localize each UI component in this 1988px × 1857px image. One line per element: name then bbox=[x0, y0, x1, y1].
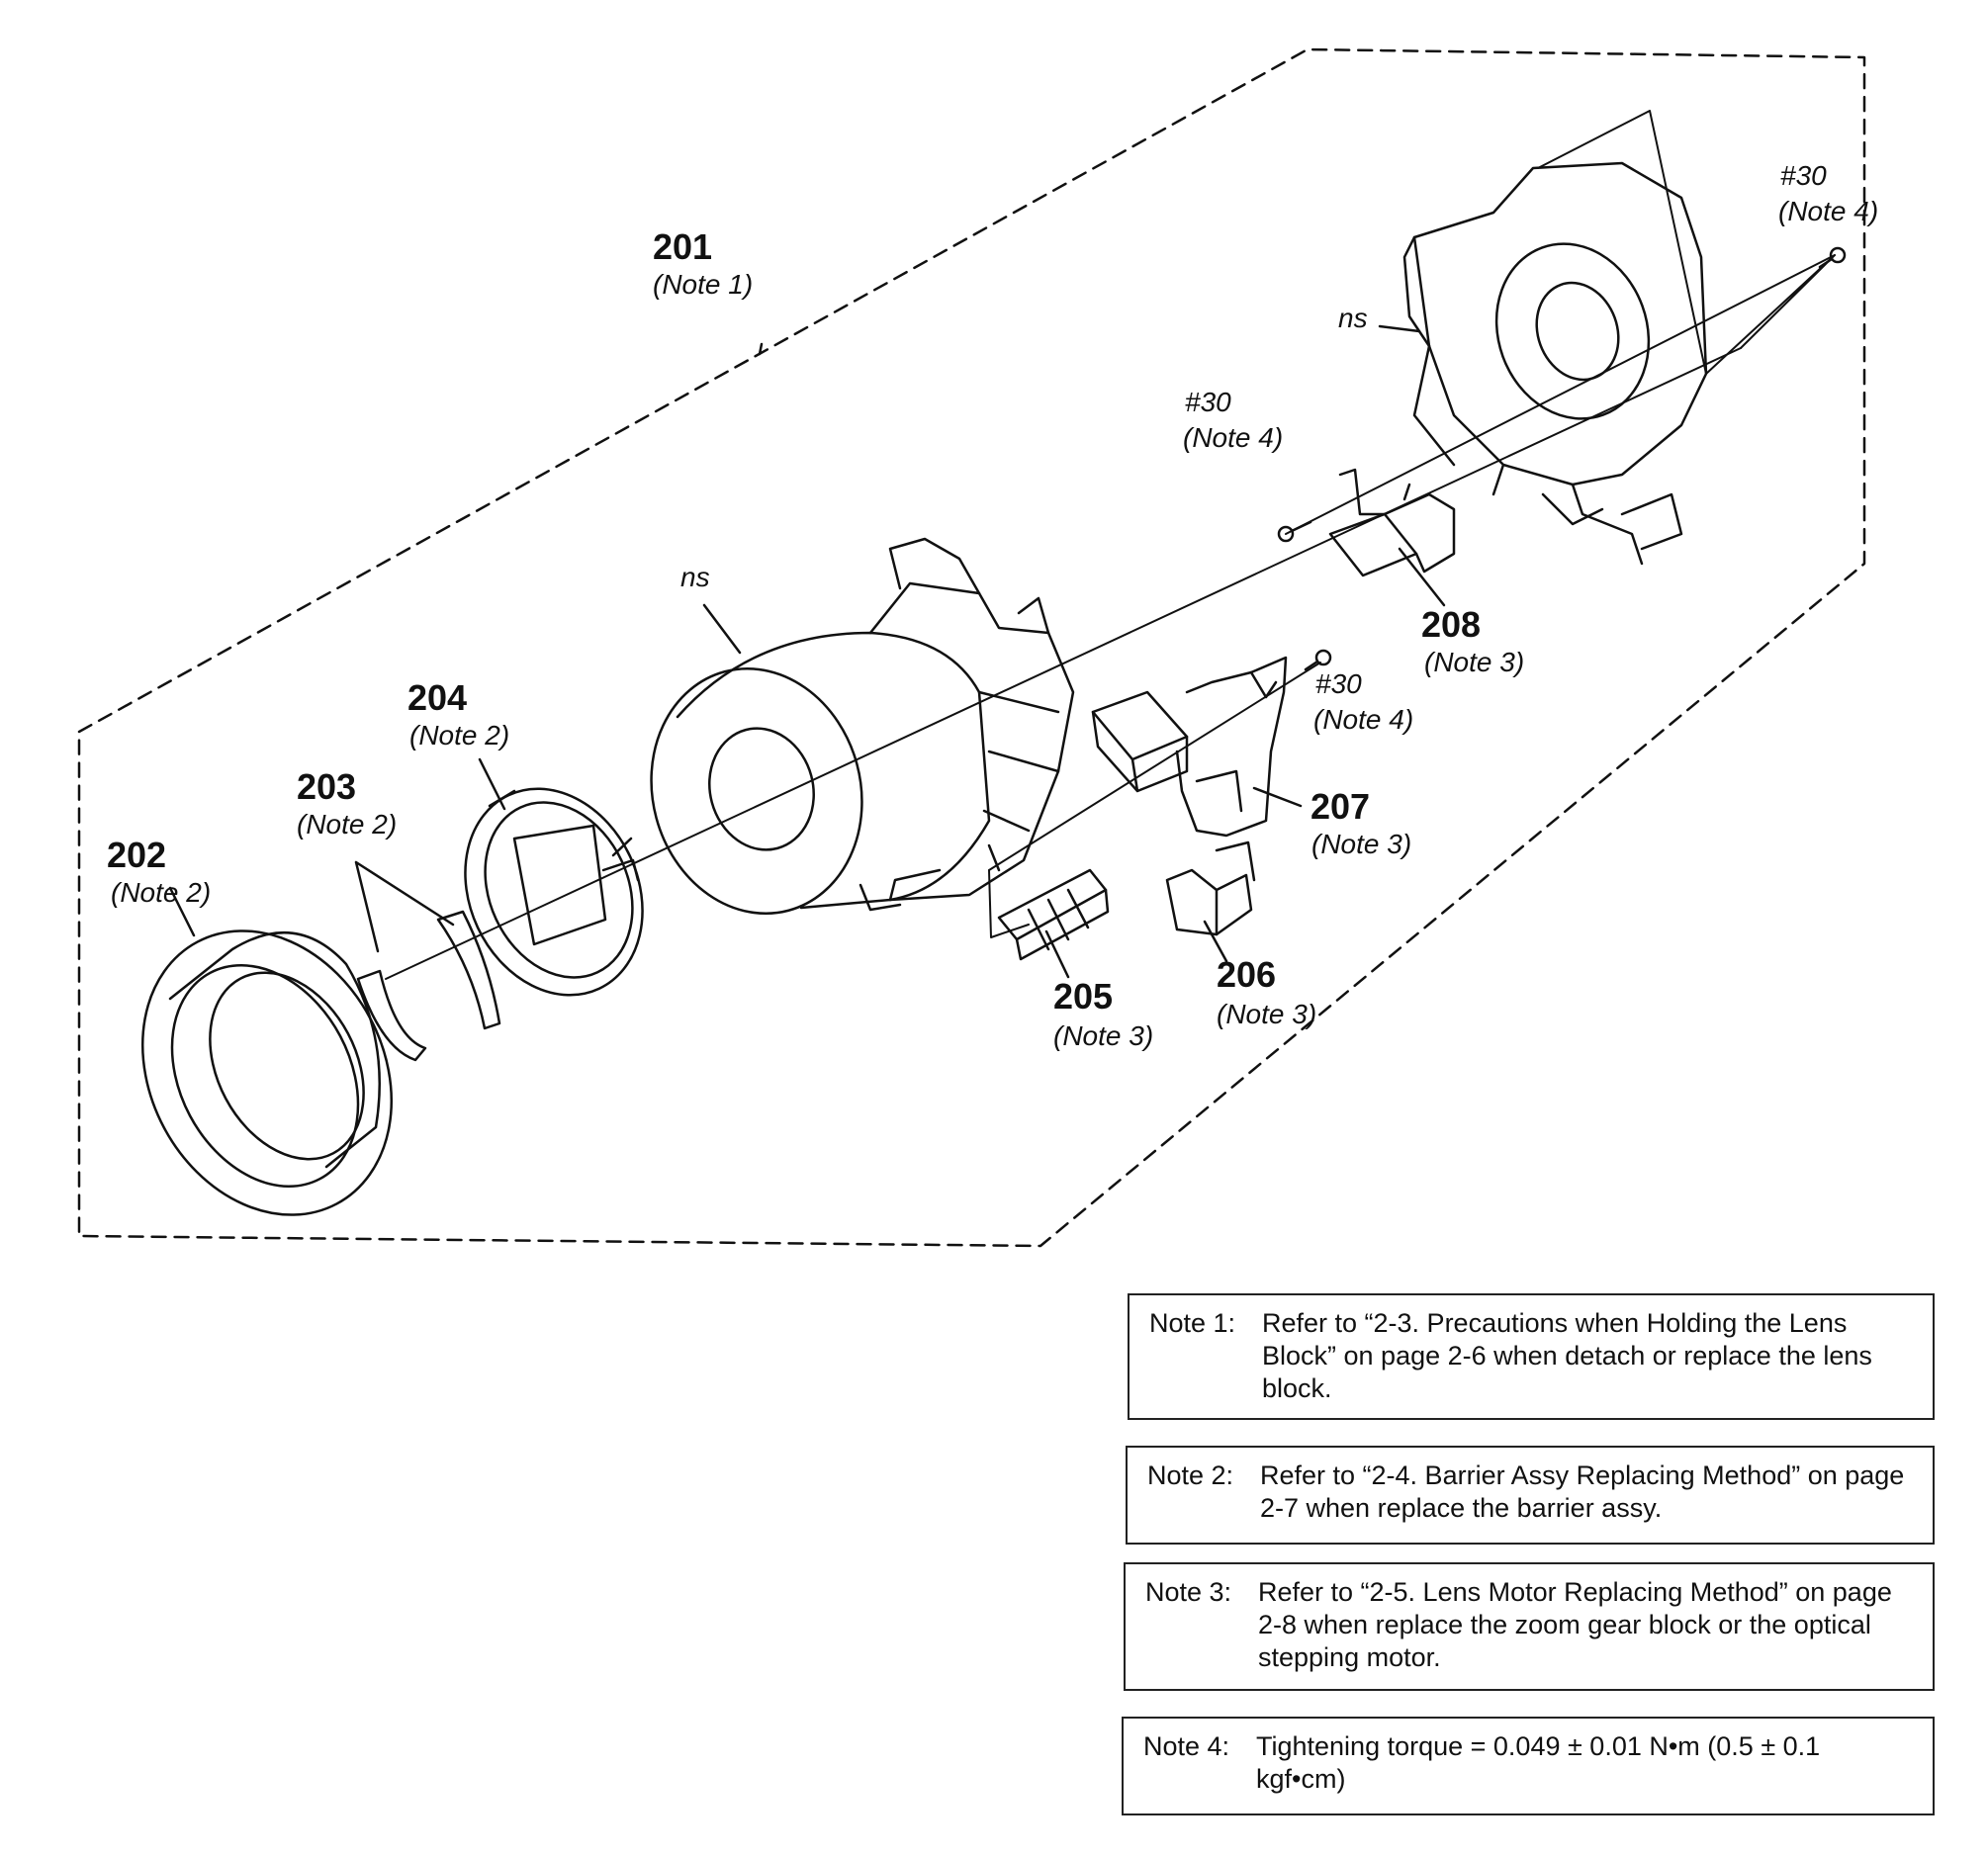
leader-ns-lower bbox=[702, 603, 742, 655]
part-207-motor bbox=[1091, 656, 1288, 838]
optical-axis bbox=[385, 347, 1742, 980]
assembly-boundary bbox=[77, 47, 1866, 1248]
ns-label-upper: ns bbox=[1338, 303, 1368, 333]
note-2-label: Note 2: bbox=[1147, 1460, 1234, 1490]
leader-206 bbox=[1203, 920, 1228, 963]
callout-204-note: (Note 2) bbox=[409, 720, 510, 751]
part-208-motor bbox=[1328, 468, 1456, 577]
ns-label-lower: ns bbox=[680, 562, 710, 592]
part-203-barrier-pieces bbox=[356, 910, 501, 1062]
screw-label-left-number: #30 bbox=[1185, 387, 1231, 417]
note-3-label: Note 3: bbox=[1145, 1577, 1232, 1607]
callout-205-note: (Note 3) bbox=[1053, 1020, 1154, 1051]
bracket-lines-right bbox=[1537, 110, 1836, 375]
guide-line-205 bbox=[988, 869, 1030, 938]
callout-208-note: (Note 3) bbox=[1424, 647, 1525, 677]
note-2-box: Note 2: Refer to “2-4. Barrier Assy Repl… bbox=[1126, 1446, 1935, 1545]
callout-205-number: 205 bbox=[1053, 976, 1114, 1017]
leader-201 bbox=[758, 342, 764, 356]
part-206-bracket bbox=[1165, 840, 1256, 936]
screw-label-upper-number: #30 bbox=[1780, 160, 1827, 191]
callout-201-note: (Note 1) bbox=[653, 269, 754, 300]
screw-label-left-note: (Note 4) bbox=[1183, 422, 1284, 453]
callout-203-note: (Note 2) bbox=[297, 809, 398, 840]
screw-axis-upper bbox=[1285, 254, 1836, 535]
note-1-text: Refer to “2-3. Precautions when Holding … bbox=[1262, 1308, 1872, 1403]
leader-202 bbox=[168, 886, 196, 937]
callout-201-number: 201 bbox=[653, 226, 713, 267]
screw-label-upper-note: (Note 4) bbox=[1778, 196, 1879, 226]
screw-label-middle-number: #30 bbox=[1315, 668, 1362, 699]
screw-308 bbox=[1277, 520, 1312, 543]
callout-206-number: 206 bbox=[1217, 954, 1277, 995]
note-3-text: Refer to “2-5. Lens Motor Replacing Meth… bbox=[1258, 1577, 1892, 1672]
callout-207-number: 207 bbox=[1310, 786, 1371, 827]
callout-208-number: 208 bbox=[1421, 604, 1482, 645]
callout-202-number: 202 bbox=[107, 835, 167, 875]
note-3-box: Note 3: Refer to “2-5. Lens Motor Replac… bbox=[1124, 1562, 1935, 1691]
part-202-front-ring bbox=[140, 929, 394, 1216]
leader-ns-upper bbox=[1378, 324, 1421, 333]
note-4-text: Tightening torque = 0.049 ± 0.01 N•m (0.… bbox=[1256, 1731, 1821, 1794]
callout-202-note: (Note 2) bbox=[111, 877, 212, 908]
screw-upper bbox=[1818, 246, 1847, 269]
note-1-box: Note 1: Refer to “2-3. Precautions when … bbox=[1128, 1293, 1935, 1420]
callout-207-note: (Note 3) bbox=[1311, 829, 1412, 859]
screw-middle bbox=[1304, 649, 1332, 671]
note-1-label: Note 1: bbox=[1149, 1308, 1236, 1338]
part-ns-rear-housing bbox=[1402, 161, 1708, 566]
part-204-barrier-ring bbox=[464, 787, 644, 997]
leader-204 bbox=[478, 757, 506, 811]
callout-206-note: (Note 3) bbox=[1217, 999, 1317, 1029]
screw-label-middle-note: (Note 4) bbox=[1313, 704, 1414, 735]
note-4-label: Note 4: bbox=[1143, 1731, 1230, 1761]
part-205-gear bbox=[997, 868, 1110, 961]
callout-204-number: 204 bbox=[407, 677, 468, 718]
note-4-box: Note 4: Tightening torque = 0.049 ± 0.01… bbox=[1122, 1717, 1935, 1815]
note-2-text: Refer to “2-4. Barrier Assy Replacing Me… bbox=[1260, 1460, 1905, 1523]
leader-203 bbox=[354, 860, 455, 953]
part-ns-lens-barrel bbox=[650, 537, 1075, 916]
leader-207 bbox=[1252, 786, 1303, 808]
callout-203-number: 203 bbox=[297, 766, 357, 807]
leader-205 bbox=[1044, 929, 1070, 979]
